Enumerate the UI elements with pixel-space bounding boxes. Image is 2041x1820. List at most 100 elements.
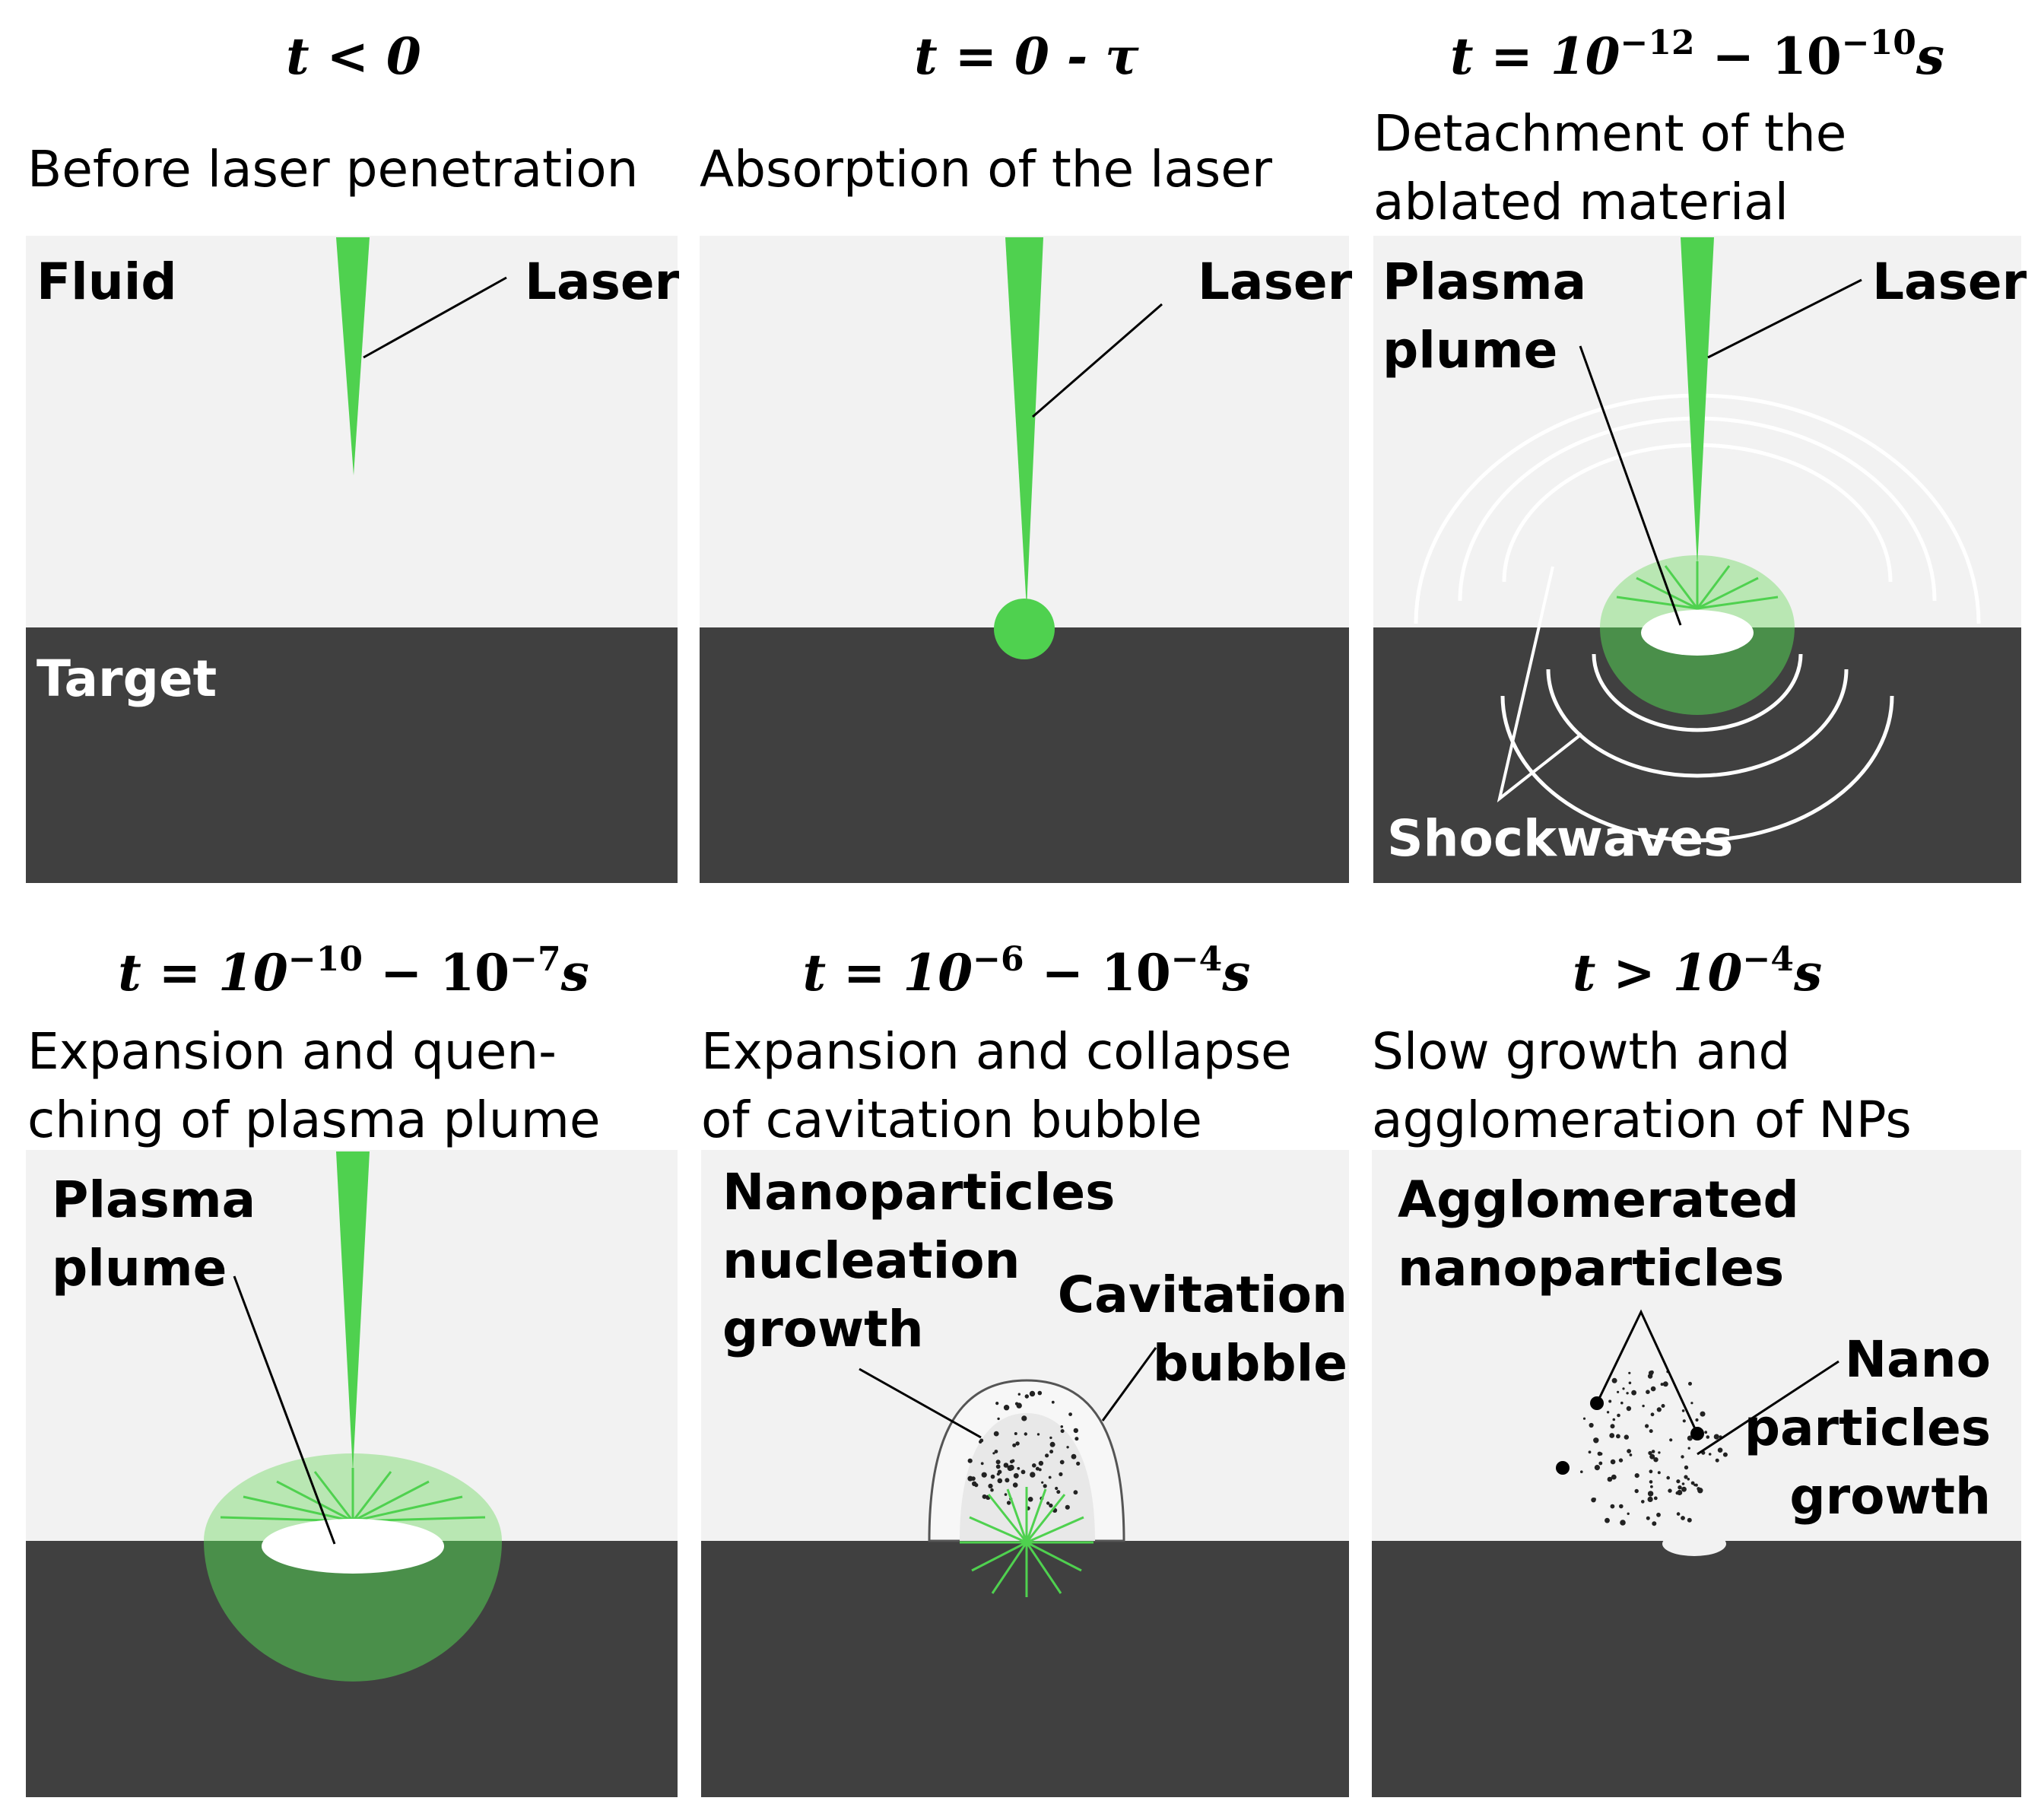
panel-5-nanoparticle-dot — [1008, 1464, 1014, 1471]
panel-6-nanoparticle-dot — [1642, 1404, 1645, 1408]
panel-3-plume-lower — [1600, 627, 1795, 715]
panel-5-description-line-1: Expansion and collapse — [701, 1022, 1292, 1081]
panel-5-bubble-label-line-1: Cavitation — [1058, 1266, 1347, 1324]
panel-4-plasma-label: Plasma — [52, 1170, 256, 1229]
panel-6-nanoparticle-dot — [1687, 1447, 1690, 1450]
panel-6-fluid — [1372, 1150, 2021, 1541]
panel-6-nanoparticle-dot — [1695, 1418, 1699, 1422]
panel-3: t = 10−12 − 10−10s Detachment of the abl… — [1373, 24, 2027, 883]
panel-6-nanoparticle-dot — [1610, 1504, 1615, 1509]
panel-5-nanoparticles — [967, 1390, 1081, 1513]
panel-6-nanoparticle-dot — [1628, 1371, 1631, 1374]
panel-6-nanoparticle-dot — [1617, 1390, 1620, 1393]
panel-6-nanoparticle-dot — [1650, 1412, 1655, 1417]
panel-5-nanoparticle-dot — [1020, 1469, 1026, 1475]
panel-6-nanoparticle-dot — [1722, 1452, 1728, 1457]
panel-3-shockwaves-label: Shockwaves — [1387, 809, 1733, 868]
panel-3-description-line-2: ablated material — [1373, 173, 1789, 231]
panel-2-target — [700, 627, 1349, 883]
panel-6-description-line-2: agglomeration of NPs — [1372, 1091, 1912, 1149]
panel-5-nucleation-leader — [859, 1367, 982, 1439]
panel-5-nanoparticle-dot — [995, 1402, 999, 1405]
panel-5-description-line-2: of cavitation bubble — [701, 1091, 1202, 1149]
panel-6-nanoparticle-dot — [1656, 1512, 1661, 1517]
panel-6-nanoparticle-dot — [1617, 1413, 1620, 1418]
panel-6-nanoparticle-dot — [1628, 1381, 1632, 1385]
panel-6-nanoparticle-dot — [1641, 1500, 1645, 1504]
panel-5-bubble-label-line-2: bubble — [1153, 1334, 1347, 1393]
panel-6-nanoparticle-dot — [1646, 1516, 1650, 1520]
panel-6-growth-label-line-3: growth — [1789, 1467, 1991, 1526]
panel-3-shockwaves-target — [1500, 653, 1894, 843]
panel-5-nanoparticle-dot — [1046, 1501, 1050, 1505]
panel-6-nanoparticle-dot — [1684, 1475, 1688, 1479]
panel-6-nanoparticle-dot — [1706, 1435, 1710, 1439]
panel-5-nanoparticle-dot — [1032, 1463, 1036, 1468]
panel-6-nanoparticle-dot — [1631, 1390, 1637, 1396]
panel-5-nanoparticle-dot — [1073, 1455, 1077, 1459]
panel-6-nanoparticle-dot — [1656, 1407, 1662, 1412]
panel-6-nanoparticle-dot — [1708, 1453, 1712, 1456]
panel-5-nanoparticle-dot — [1059, 1472, 1063, 1476]
panel-5-time: t = 10−6 − 10−4s — [803, 940, 1251, 1002]
panel-4: t = 10−10 − 10−7s Expansion and quen- ch… — [26, 940, 678, 1797]
panel-5-nanoparticle-dot — [1017, 1466, 1020, 1470]
panel-5-nanoparticle-dot — [1021, 1415, 1027, 1421]
panel-4-description-line-2: ching of plasma plume — [27, 1091, 601, 1149]
panel-5-nanoparticle-dot — [1060, 1429, 1065, 1434]
panel-6-nanoparticle-dot — [1588, 1450, 1592, 1454]
panel-5-inner-region — [960, 1413, 1095, 1541]
panel-5-nanoparticle-dot — [1065, 1504, 1070, 1510]
panel-1-time: t < 0 — [286, 27, 421, 86]
panel-6-nanoparticle-dot — [1658, 1451, 1661, 1454]
panel-5-nanoparticle-dot — [1012, 1482, 1018, 1488]
panel-6-residual-crater — [1662, 1532, 1726, 1556]
panel-4-plume-label: plume — [52, 1239, 227, 1298]
panel-5-nanoparticle-dot — [1024, 1394, 1030, 1399]
panel-6-nanoparticle-dot — [1687, 1517, 1692, 1523]
panel-5-nanoparticle-dot — [1049, 1436, 1052, 1440]
panel-6-nanoparticle-dot — [1610, 1424, 1615, 1429]
panel-5-nucleation-label-line-3: growth — [722, 1300, 924, 1358]
panel-6-nanoparticle-dot — [1620, 1520, 1626, 1526]
panel-6-nanoparticle-dot — [1687, 1435, 1693, 1441]
panel-6-nanoparticle-dot — [1607, 1476, 1613, 1482]
panel-5-nanoparticle-dot — [996, 1472, 1000, 1476]
panel-6-nanoparticle-dot — [1627, 1512, 1630, 1516]
panel-6-nanoparticle-dot — [1687, 1478, 1690, 1481]
panel-6-nanoparticle-dot — [1619, 1504, 1624, 1509]
panel-6-agglomerated-label-line-1: Agglomerated — [1398, 1170, 1799, 1229]
panel-6-nanoparticle-dot — [1589, 1422, 1594, 1428]
panel-6-nanoparticle-dot — [1668, 1488, 1672, 1493]
panel-5-nanoparticle-dot — [981, 1472, 987, 1478]
panel-2-laser-label: Laser — [1198, 253, 1353, 311]
panel-5-bubble-leader — [1101, 1347, 1157, 1421]
panel-5-nanoparticle-dot — [967, 1458, 973, 1463]
panel-6: t > 10−4s Slow growth and agglomeration … — [1372, 940, 2021, 1797]
panel-3-plasma-label: Plasma — [1382, 253, 1586, 311]
panel-3-ablated-cavity — [1641, 610, 1754, 656]
panel-6-nanoparticle-dot — [1626, 1405, 1632, 1412]
panel-1-laser-label: Laser — [525, 253, 680, 311]
panel-6-nanoparticle-dot — [1715, 1458, 1719, 1463]
panel-5-nanoparticle-dot — [1041, 1481, 1044, 1484]
panel-6-nanoparticle-dot — [1645, 1424, 1649, 1428]
panel-6-nanoparticle-dot — [1681, 1486, 1687, 1492]
panel-2-time: t = 0 - τ — [914, 27, 1139, 86]
panel-6-target — [1372, 1541, 2021, 1797]
panel-3-plume-label: plume — [1382, 321, 1557, 380]
panel-5-nanoparticle-dot — [1066, 1446, 1069, 1449]
panel-6-nanoparticle-dot — [1624, 1434, 1629, 1440]
panel-5-nanoparticle-dot — [993, 1431, 999, 1437]
panel-5-nanoparticle-dot — [1003, 1463, 1009, 1468]
panel-5-nanoparticle-dot — [1074, 1437, 1079, 1441]
panel-6-description-line-1: Slow growth and — [1372, 1022, 1790, 1081]
panel-4-plume-core — [262, 1519, 444, 1574]
panel-5-nanoparticle-dot — [997, 1417, 1000, 1421]
panel-6-nanoparticle-dot — [1661, 1404, 1665, 1408]
panel-1-target-label: Target — [37, 650, 217, 708]
panel-6-nanoparticle-dot — [1653, 1457, 1659, 1463]
panel-1-laser-beam — [336, 237, 370, 475]
panel-6-agglomerate-2 — [1556, 1461, 1570, 1475]
panel-5-nanoparticle-dot — [1030, 1472, 1036, 1478]
